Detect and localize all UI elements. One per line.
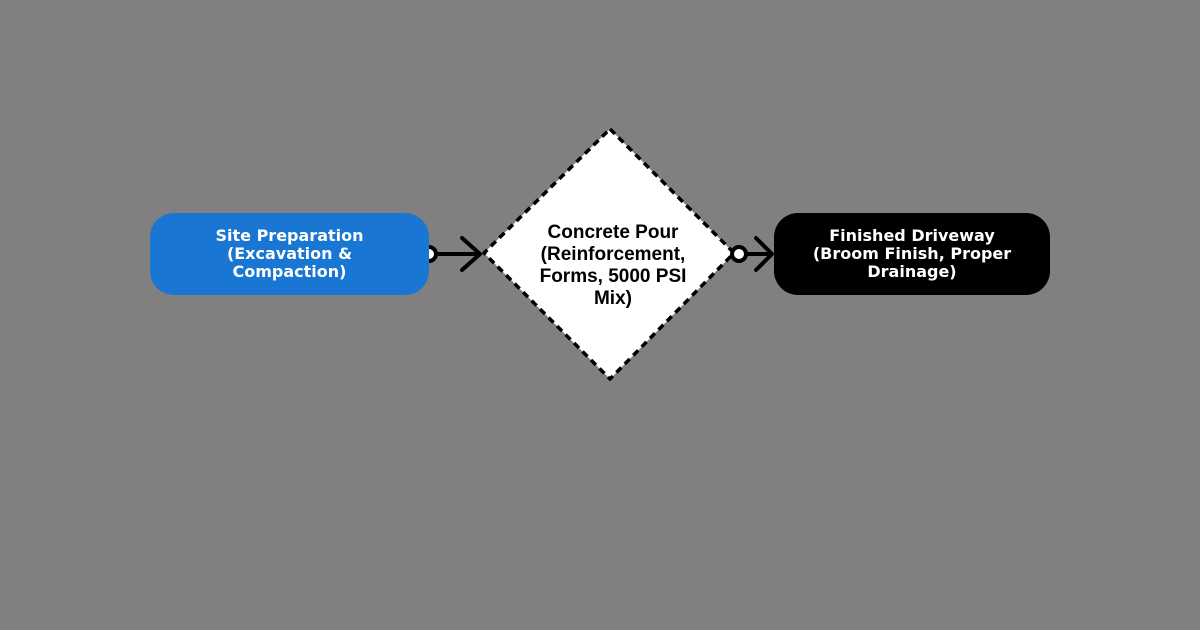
finished-driveway-node[interactable]: Finished Driveway (Broom Finish, Proper … <box>774 213 1050 295</box>
connector-circle-icon <box>730 245 748 263</box>
finished-driveway-label: Finished Driveway (Broom Finish, Proper … <box>812 226 1012 281</box>
concrete-pour-label: Concrete Pour (Reinforcement, Forms, 500… <box>539 222 687 309</box>
site-preparation-label: Site Preparation (Excavation & Compactio… <box>215 226 364 281</box>
open-arrowhead-icon <box>460 236 482 272</box>
edge-pour-to-finished <box>730 236 774 272</box>
concrete-pour-node[interactable]: Concrete Pour (Reinforcement, Forms, 500… <box>520 222 706 310</box>
concrete-pour-diamond-shape[interactable] <box>482 127 736 381</box>
open-arrowhead-icon <box>754 236 774 272</box>
site-preparation-node[interactable]: Site Preparation (Excavation & Compactio… <box>150 213 429 295</box>
